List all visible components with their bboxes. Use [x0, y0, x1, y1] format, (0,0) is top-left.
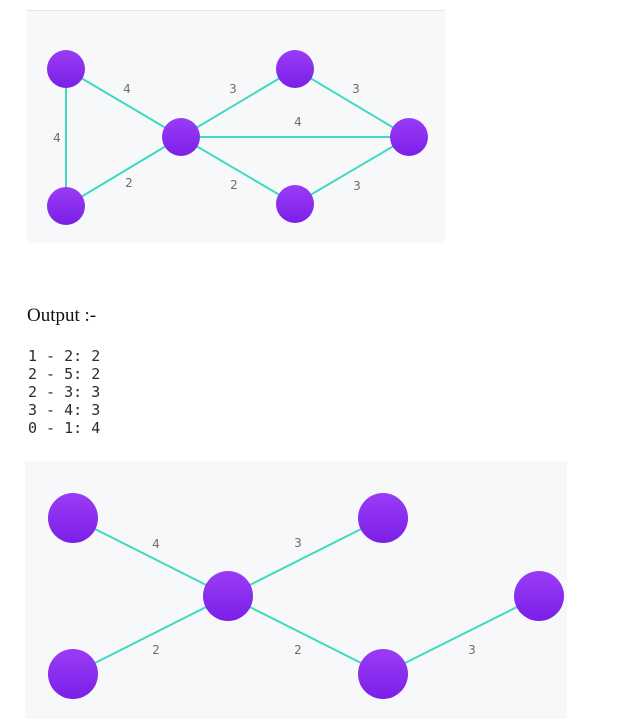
edge-0-2 [65, 68, 182, 138]
graph-node [358, 493, 408, 543]
mst-graph-svg: 4 2 3 2 3 [48, 493, 564, 699]
output-line: 2 - 5: 2 [28, 365, 101, 383]
output-heading: Output :- [27, 305, 97, 326]
graph-node [358, 649, 408, 699]
edge-weight: 4 [123, 82, 131, 96]
edge-weight: 4 [152, 537, 160, 551]
output-line: 3 - 4: 3 [28, 401, 101, 419]
graph-node [162, 118, 200, 156]
original-graph-diagram: 4 4 2 3 4 2 3 3 [26, 10, 445, 243]
original-graph-svg: 4 4 2 3 4 2 3 3 [47, 50, 428, 225]
edge-3-4 [294, 68, 410, 138]
edge-2-5 [227, 595, 384, 675]
edge-weight: 4 [53, 131, 61, 145]
edge-weight: 4 [294, 115, 302, 129]
graph-node [276, 50, 314, 88]
edge-weight: 2 [125, 176, 133, 190]
edge-2-3 [180, 68, 296, 138]
output-line: 2 - 3: 3 [28, 383, 101, 401]
edge-weight: 2 [294, 643, 302, 657]
output-list: 1 - 2: 2 2 - 5: 2 2 - 3: 3 3 - 4: 3 0 - … [28, 347, 100, 437]
edge-weight: 3 [352, 82, 360, 96]
edge-2-3 [227, 517, 384, 597]
graph-node [276, 185, 314, 223]
graph-node [47, 50, 85, 88]
edge-5-4 [294, 136, 410, 205]
edge-1-2 [72, 595, 229, 675]
graph-node [48, 649, 98, 699]
edge-weight: 3 [229, 82, 237, 96]
edge-0-2 [72, 517, 229, 597]
graph-node [47, 187, 85, 225]
graph-node [203, 571, 253, 621]
graph-node [514, 571, 564, 621]
edge-weight: 3 [294, 536, 302, 550]
output-line: 0 - 1: 4 [28, 419, 101, 437]
edge-weight: 2 [230, 178, 238, 192]
edge-weight: 2 [152, 643, 160, 657]
graph-node [48, 493, 98, 543]
edge-weight: 3 [468, 643, 476, 657]
edge-5-4 [382, 595, 540, 675]
edge-1-2 [65, 136, 182, 207]
output-line: 1 - 2: 2 [28, 347, 101, 365]
edge-2-5 [180, 136, 296, 205]
mst-graph-diagram: 4 2 3 2 3 [25, 461, 567, 719]
graph-node [390, 118, 428, 156]
edge-weight: 3 [353, 179, 361, 193]
